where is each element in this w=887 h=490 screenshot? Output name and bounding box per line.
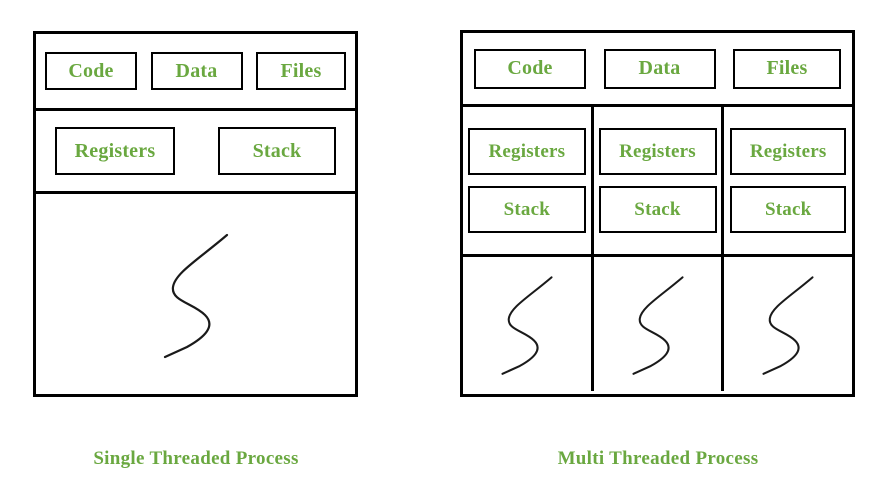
resource-box-data: Data (603, 48, 716, 89)
thread-state-box-registers: Registers (730, 128, 847, 175)
thread-state-box-stack: Stack (467, 186, 586, 233)
thread-squiggle-icon (163, 233, 228, 359)
thread-state-box-stack: Stack (730, 186, 847, 233)
thread-column-1: Registers Stack (463, 107, 591, 254)
resource-box-files: Files (733, 48, 841, 89)
thread-state-box-registers: Registers (467, 128, 586, 175)
resource-box-data: Data (150, 52, 243, 90)
thread-area (463, 257, 852, 391)
multi-threaded-process-caption: Multi Threaded Process (557, 448, 759, 469)
thread-state-box-registers: Registers (55, 127, 175, 175)
single-threaded-process-diagram: Code Data Files Registers Stack (33, 31, 358, 397)
thread-squiggle-icon (762, 276, 814, 375)
thread-column-2 (590, 257, 722, 391)
resource-box-code: Code (474, 48, 586, 89)
multi-threaded-process-diagram: Code Data Files Registers Stack Register… (460, 30, 855, 397)
thread-squiggle-icon (631, 276, 684, 375)
thread-state-box-stack: Stack (598, 186, 717, 233)
thread-state-box-registers: Registers (598, 128, 717, 175)
process-resources-row: Code Data Files (463, 33, 852, 107)
thread-squiggle-icon (501, 276, 553, 375)
thread-column-1 (463, 257, 591, 391)
single-threaded-process-caption: Single Threaded Process (93, 448, 299, 469)
resource-box-files: Files (256, 52, 346, 90)
thread-state-row: Registers Stack Registers Stack Register… (463, 107, 852, 257)
thread-column-3 (721, 257, 852, 391)
thread-state-box-stack: Stack (218, 127, 336, 175)
process-resources-row: Code Data Files (36, 34, 355, 111)
resource-box-code: Code (45, 52, 137, 90)
thread-area (36, 194, 355, 394)
thread-state-row: Registers Stack (36, 111, 355, 194)
thread-column-2: Registers Stack (590, 107, 722, 254)
thread-column-3: Registers Stack (721, 107, 852, 254)
